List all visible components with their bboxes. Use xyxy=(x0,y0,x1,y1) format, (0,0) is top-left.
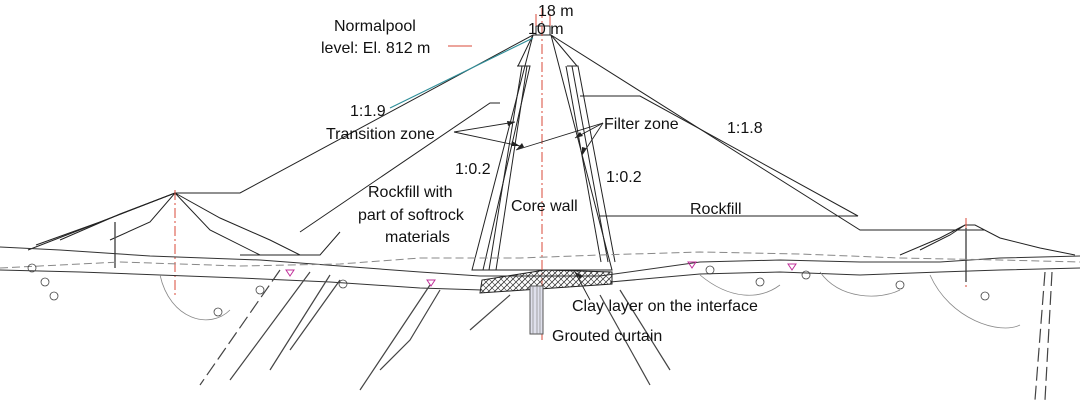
rockfill-soft-label-line1: Rockfill with xyxy=(368,184,452,201)
filter-zone-left xyxy=(495,65,528,271)
grouted-curtain-lines xyxy=(532,286,541,334)
crest-left-edge xyxy=(517,34,534,67)
clay-layer xyxy=(479,269,613,294)
upstream-slope-line xyxy=(27,34,985,251)
filter-zone-label: Filter zone xyxy=(604,116,679,133)
core-slope-left-label: 1:0.2 xyxy=(455,161,491,178)
water-level-line xyxy=(389,37,534,109)
crest-width-core-label: 10 m xyxy=(528,21,564,38)
transition-zone-left-inner xyxy=(488,65,523,271)
arrowheads xyxy=(507,121,586,279)
pool-level-label-line2: level: El. 812 m xyxy=(321,40,430,57)
clay-layer-label: Clay layer on the interface xyxy=(572,298,758,315)
grouted-curtain xyxy=(529,285,544,335)
tick-marks xyxy=(535,14,551,26)
downstream-inner-line xyxy=(580,95,859,217)
weathering-curves xyxy=(159,271,1021,329)
upstream-inner-base xyxy=(240,231,341,256)
downstream-berm-inner xyxy=(919,224,966,251)
transition-zone-right-outer xyxy=(567,65,616,263)
rock-line-2 xyxy=(609,267,1080,283)
core-wall-label: Core wall xyxy=(511,198,578,215)
filter-zone-right-outer xyxy=(571,65,609,263)
transition-zone-label: Transition zone xyxy=(326,126,435,143)
drains xyxy=(114,222,967,282)
transition-zone-left-outer xyxy=(482,65,531,271)
pool-level-label-line1: Normalpool xyxy=(334,18,416,35)
upstream-slope-label: 1:1.9 xyxy=(350,103,386,120)
downstream-berm xyxy=(899,224,1076,256)
grouted-curtain-label: Grouted curtain xyxy=(552,328,662,345)
crest-box xyxy=(535,25,551,36)
survey-markers xyxy=(285,261,797,287)
rockfill-soft-label-line2: part of softrock xyxy=(358,207,465,224)
faults xyxy=(229,271,671,391)
dam-body xyxy=(27,25,1076,271)
boulders xyxy=(27,263,990,317)
core-slope-right-label: 1:0.2 xyxy=(606,169,642,186)
downstream-slope-label: 1:1.8 xyxy=(727,120,763,137)
upstream-cofferdam-inner xyxy=(109,192,261,256)
rockfill-soft-label-line3: materials xyxy=(385,229,450,246)
upstream-cofferdam xyxy=(59,192,301,256)
ground-dashed xyxy=(0,251,1080,269)
faults-dashed xyxy=(199,269,1053,401)
crest-right-edge xyxy=(550,34,578,67)
filter-zone-right-inner xyxy=(565,65,602,263)
crest-width-top-label: 18 m xyxy=(538,3,574,20)
rockfill-downstream-label: Rockfill xyxy=(690,201,742,218)
upstream-inner-slope xyxy=(299,102,500,233)
rock-line-1 xyxy=(0,269,483,291)
